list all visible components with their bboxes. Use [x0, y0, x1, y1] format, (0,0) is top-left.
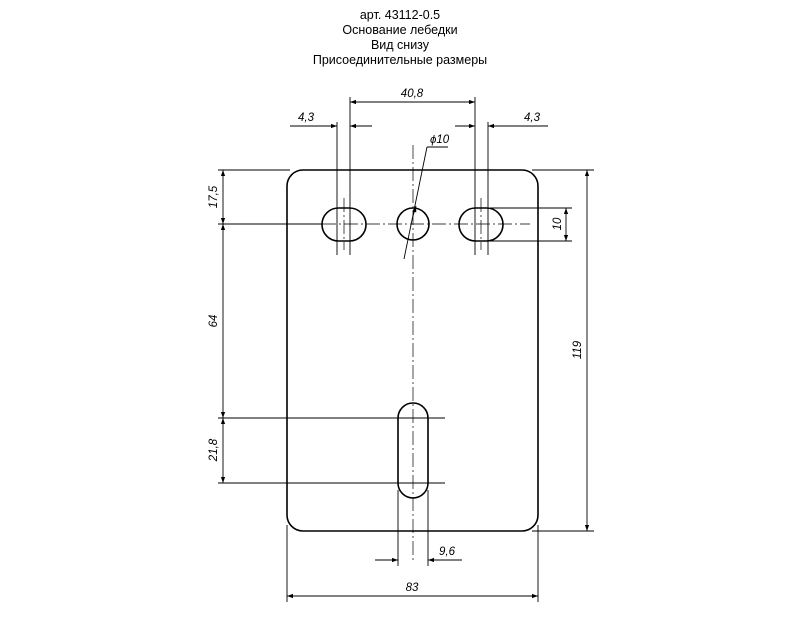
dim-slot-height: 10	[552, 217, 564, 230]
plate-outline	[286, 169, 539, 532]
dim-slot-spacing: 40,8	[401, 88, 424, 100]
dim-top-offset: 17,5	[208, 185, 220, 208]
dim-bottom-slot-width: 9,6	[439, 546, 456, 558]
dim-vertical-spacing: 64	[208, 315, 220, 328]
dim-overall-width: 83	[406, 582, 419, 594]
dim-slot-width-left: 4,3	[298, 112, 315, 124]
dimension-lines	[220, 99, 590, 599]
extension-lines	[218, 97, 594, 602]
article-number: арт. 43112-0.5	[359, 8, 441, 22]
dim-slot-width-right: 4,3	[524, 112, 541, 124]
dim-slot-length: 21,8	[208, 438, 220, 462]
drawing-title: Основание лебедки	[342, 23, 458, 37]
dim-overall-height: 119	[572, 340, 584, 359]
drawing-subtitle: Присоединительные размеры	[312, 53, 488, 67]
view-label: Вид снизу	[370, 38, 430, 52]
dim-hole-diameter: ϕ10	[430, 134, 450, 146]
